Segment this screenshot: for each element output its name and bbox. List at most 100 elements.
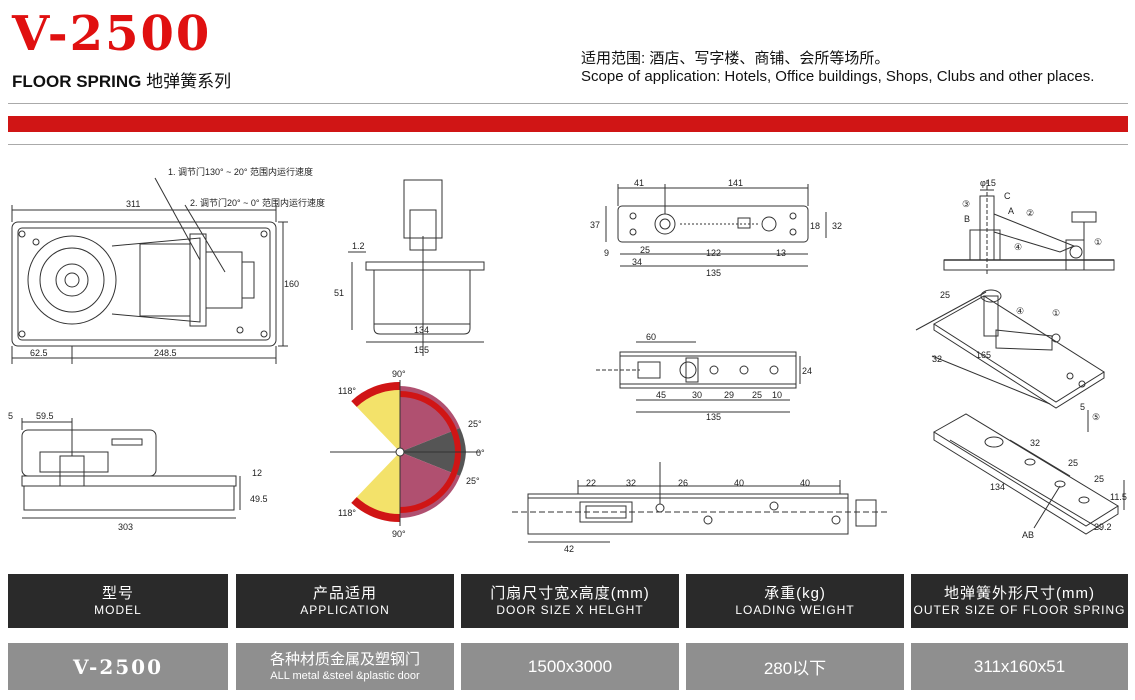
angle-90-bot: 90°	[392, 529, 406, 539]
header-en: MODEL	[94, 602, 142, 617]
angle-0: 0°	[476, 448, 485, 458]
dim-37: 37	[590, 220, 600, 230]
dim-311: 311	[126, 199, 140, 209]
subtitle-en: FLOOR SPRING	[12, 72, 142, 91]
table-header-model: 型号 MODEL	[8, 574, 228, 628]
dim-22: 22	[586, 478, 596, 488]
header-en: LOADING WEIGHT	[735, 602, 855, 617]
note-1: 1. 调节门130° ~ 20° 范围内运行速度	[168, 166, 313, 177]
door-size-value: 1500x3000	[527, 656, 613, 676]
application-en: ALL metal &steel &plastic door	[270, 669, 420, 682]
header-cn: 产品适用	[312, 584, 377, 602]
iso-b-25a: 25	[1068, 458, 1078, 468]
model-value: V-2500	[72, 654, 164, 679]
dim-51: 51	[334, 288, 344, 298]
dim-1-2: 1.2	[352, 241, 365, 251]
callout-1: ①	[1094, 237, 1102, 247]
dim-41: 41	[634, 178, 644, 188]
model-title: V-2500	[12, 6, 212, 62]
dim-160: 160	[284, 279, 299, 289]
mid-divider	[8, 144, 1128, 145]
dim-30: 30	[692, 390, 702, 400]
top-view-drawing	[11, 177, 288, 364]
header-en: APPLICATION	[300, 602, 390, 617]
angle-25-bot: 25°	[466, 476, 480, 486]
dim-141: 141	[728, 178, 743, 188]
callout-5: ⑤	[1092, 412, 1100, 422]
dim-25-side: 25	[752, 390, 762, 400]
dim-49-5: 49.5	[250, 494, 268, 504]
header-cn: 承重(kg)	[764, 584, 826, 602]
iso-callout-1: ①	[1052, 308, 1060, 318]
dim-135: 135	[706, 268, 721, 278]
label-ab: AB	[1022, 530, 1034, 540]
red-banner	[8, 116, 1128, 132]
dim-248-5: 248.5	[154, 348, 177, 358]
angle-diagram	[330, 380, 480, 526]
callout-2: ②	[1026, 208, 1034, 218]
header-cn: 型号	[101, 584, 134, 602]
dim-10: 10	[772, 390, 782, 400]
application-cn: 各种材质金属及塑钢门	[269, 650, 420, 668]
iso-dim-165: 165	[976, 350, 991, 360]
scope-en: Scope of application: Hotels, Office bui…	[581, 68, 1095, 85]
note-2: 2. 调节门20° ~ 0° 范围内运行速度	[190, 197, 325, 208]
dim-25: 25	[640, 245, 650, 255]
iso-b-134: 134	[990, 482, 1005, 492]
iso-b-32: 32	[1030, 438, 1040, 448]
outer-size-value: 311x160x51	[973, 656, 1066, 676]
iso-callout-4: ④	[1016, 306, 1024, 316]
dim-134: 134	[414, 325, 429, 335]
dim-5: 5	[8, 411, 13, 421]
loading-value: 280以下	[763, 659, 827, 678]
dim-32: 32	[832, 221, 842, 231]
dim-26: 26	[678, 478, 688, 488]
header-en: DOOR SIZE X HELGHT	[496, 602, 644, 617]
scope-cn: 适用范围: 酒店、写字楼、商铺、会所等场所。	[581, 50, 890, 67]
subtitle-cn: 地弹簧系列	[146, 72, 232, 91]
table-cell-application: 各种材质金属及塑钢门 ALL metal &steel &plastic doo…	[236, 643, 454, 690]
header-en: OUTER SIZE OF FLOOR SPRING	[913, 602, 1126, 617]
header-cn: 地弹簧外形尺寸(mm)	[944, 584, 1095, 602]
iso-b-25b: 25	[1094, 474, 1104, 484]
table-cell-outer-size: 311x160x51	[911, 643, 1128, 690]
label-a: A	[1008, 206, 1014, 216]
label-b: B	[964, 214, 970, 224]
angle-90-top: 90°	[392, 369, 406, 379]
dim-135-side: 135	[706, 412, 721, 422]
iso-dim-32: 32	[932, 354, 942, 364]
callout-3: ③	[962, 199, 970, 209]
dim-40b: 40	[800, 478, 810, 488]
table-header-outer-size: 地弹簧外形尺寸(mm) OUTER SIZE OF FLOOR SPRING	[911, 574, 1128, 628]
table-cell-model: V-2500	[8, 643, 228, 690]
dim-60: 60	[646, 332, 656, 342]
dim-40a: 40	[734, 478, 744, 488]
table-cell-door-size: 1500x3000	[461, 643, 679, 690]
pivot-drawing	[943, 180, 1115, 276]
technical-drawings: 1. 调节门130° ~ 20° 范围内运行速度 2. 调节门20° ~ 0° …	[8, 166, 1127, 554]
side-view-drawing	[348, 179, 485, 356]
dim-32-strap: 32	[626, 478, 636, 488]
dim-phi15: φ15	[980, 178, 996, 188]
dim-62-5: 62.5	[30, 348, 48, 358]
iso-dim-25: 25	[940, 290, 950, 300]
table-header-application: 产品适用 APPLICATION	[236, 574, 454, 628]
iso-b-11-5: 11.5	[1110, 492, 1127, 502]
top-divider	[8, 103, 1128, 104]
dim-18: 18	[810, 221, 820, 231]
angle-118-top: 118°	[338, 386, 356, 396]
table-header-loading: 承重(kg) LOADING WEIGHT	[686, 574, 904, 628]
front-view-drawing	[21, 418, 241, 519]
dim-59-5: 59.5	[36, 411, 54, 421]
dim-9: 9	[604, 248, 609, 258]
dim-155: 155	[414, 345, 429, 355]
arm-top-drawing	[605, 184, 827, 267]
strap-drawing	[512, 462, 890, 543]
angle-118-bot: 118°	[338, 508, 356, 518]
dim-42: 42	[564, 544, 574, 554]
iso-b-29-2: 29.2	[1094, 522, 1112, 532]
iso-dim-5: 5	[1080, 402, 1085, 412]
dim-29: 29	[724, 390, 734, 400]
header-cn: 门扇尺寸宽x高度(mm)	[490, 584, 650, 602]
angle-25-top: 25°	[468, 419, 482, 429]
